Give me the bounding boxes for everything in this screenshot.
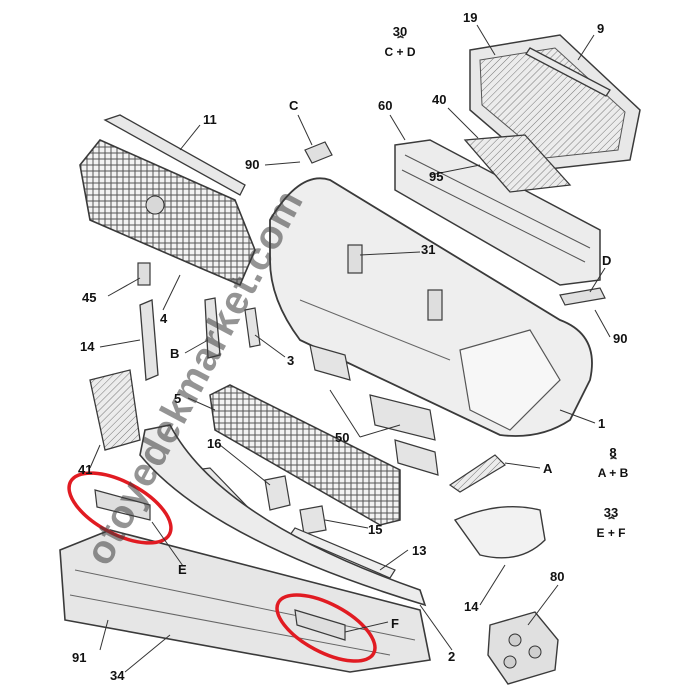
part-45-clip — [137, 262, 151, 286]
part-16-piece — [264, 475, 291, 511]
callout-14-right: 14 — [464, 599, 479, 614]
part-13-strip — [289, 527, 396, 579]
combo-30-number: 30 — [392, 24, 408, 39]
callout-95: 95 — [429, 169, 444, 184]
part-D-clip — [559, 287, 606, 306]
combo-30: 30 ⏞ C + D — [370, 24, 430, 60]
part-4-main-grille — [79, 139, 256, 287]
part-14-left-trim — [139, 299, 159, 381]
callout-16: 16 — [207, 436, 222, 451]
part-14-right-trim — [453, 506, 546, 559]
combo-33: 33 ⏞ E + F — [581, 505, 641, 541]
part-40-bracket — [463, 134, 572, 193]
callout-34: 34 — [110, 668, 125, 683]
combo-33-number: 33 — [603, 505, 619, 520]
highlight-E-ellipse — [67, 471, 173, 545]
combo-8: 8 ⏞ A + B — [583, 445, 643, 481]
callout-A: A — [543, 461, 553, 476]
leader-lines — [89, 24, 611, 673]
combo-33-brace: ⏞ — [608, 518, 615, 530]
combo-30-brace: ⏞ — [397, 37, 404, 49]
part-9-strip — [525, 47, 611, 97]
combo-33-parts: E + F — [596, 526, 626, 541]
combo-8-number: 8 — [609, 445, 617, 460]
part-15-piece — [299, 505, 327, 535]
part-B-trim — [204, 297, 221, 359]
callout-50: 50 — [335, 430, 350, 445]
callout-11: 11 — [203, 112, 217, 127]
callout-14-left: 14 — [80, 339, 95, 354]
callout-45: 45 — [82, 290, 97, 305]
combo-8-parts: A + B — [597, 466, 629, 481]
callout-19: 19 — [463, 10, 478, 25]
part-31-brackets — [347, 244, 443, 321]
callout-D: D — [602, 253, 612, 268]
callout-B: B — [170, 346, 180, 361]
callout-60: 60 — [378, 98, 393, 113]
callout-2: 2 — [448, 649, 456, 664]
part-E-clip — [94, 489, 151, 521]
combo-8-brace: ⏞ — [610, 458, 617, 470]
callout-90-top: 90 — [245, 157, 260, 172]
callout-91: 91 — [72, 650, 87, 665]
part-11-grille-strip — [103, 114, 246, 196]
part-3-trim — [244, 307, 261, 348]
callout-15: 15 — [368, 522, 383, 537]
callout-90-right: 90 — [613, 331, 628, 346]
part-A-trim — [448, 454, 506, 493]
highlight-F-ellipse — [275, 593, 377, 663]
callout-31: 31 — [421, 242, 436, 257]
part-5-lower-grille — [209, 384, 401, 526]
callout-F: F — [391, 616, 399, 631]
part-2-lower-spoiler — [139, 424, 427, 607]
callout-3: 3 — [287, 353, 295, 368]
callout-80: 80 — [550, 569, 565, 584]
callout-41: 41 — [78, 462, 93, 477]
callout-40: 40 — [432, 92, 447, 107]
callout-9: 9 — [597, 21, 605, 36]
part-C-clip — [304, 141, 333, 164]
part-41-deflector — [89, 369, 141, 451]
callout-5: 5 — [174, 391, 182, 406]
callout-13: 13 — [412, 543, 427, 558]
callout-4: 4 — [160, 311, 168, 326]
part-60-crossbar — [394, 139, 601, 286]
combo-30-parts: C + D — [384, 45, 416, 60]
callout-E: E — [178, 562, 187, 577]
part-80-clip-kit — [487, 611, 559, 685]
part-F-clip — [294, 609, 346, 641]
callout-1: 1 — [598, 416, 606, 431]
part-50-panels — [309, 344, 439, 476]
callout-C: C — [289, 98, 299, 113]
